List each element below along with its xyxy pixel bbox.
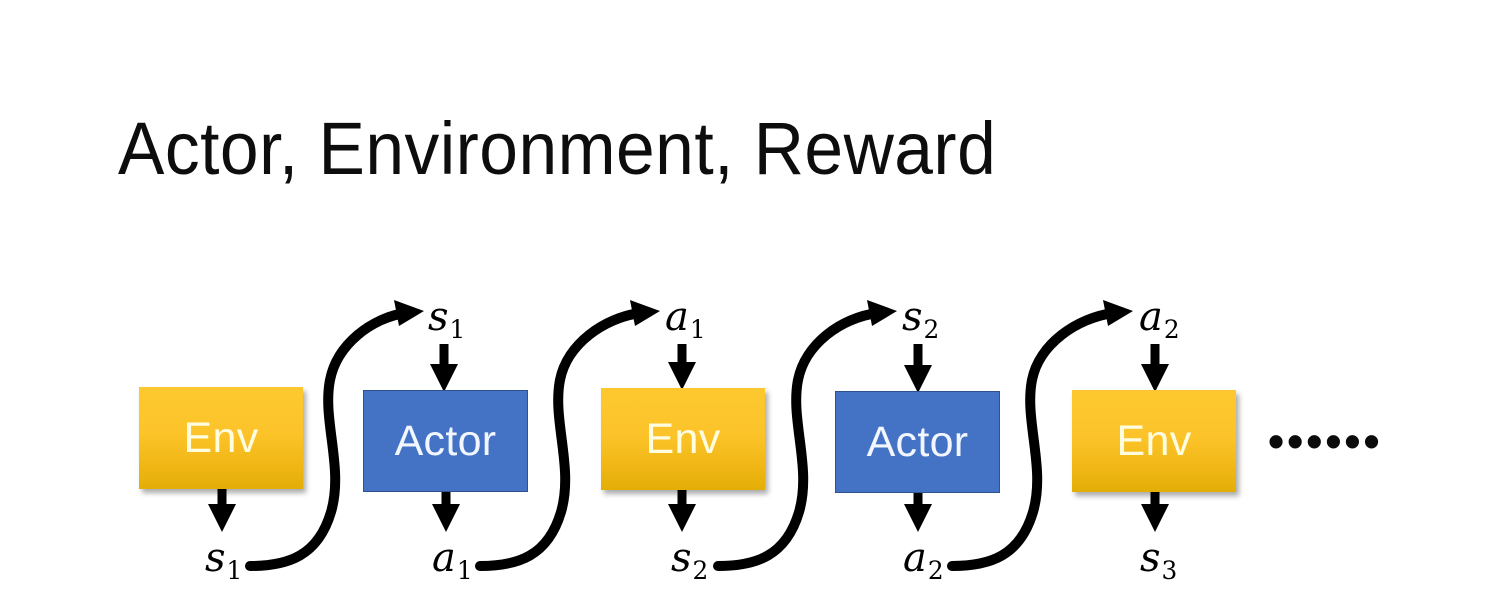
arrow-out-env-3	[1141, 492, 1169, 532]
arrow-into-env-3	[1141, 344, 1169, 392]
arrow-out-env-1	[208, 489, 236, 532]
continuation-ellipsis: ••••••	[1268, 415, 1383, 467]
symbol-subscript: 2	[923, 314, 940, 344]
state-label-bottom-s3: s3	[1140, 538, 1177, 584]
symbol-subscript: 1	[449, 314, 466, 344]
state-label-top-s1: s1	[428, 297, 465, 343]
arrow-out-actor-2	[904, 493, 932, 532]
actor-box-2-label: Actor	[866, 417, 969, 466]
arrow-into-actor-1	[430, 344, 458, 392]
env-box-3-label: Env	[1116, 416, 1192, 465]
actor-box-2[interactable]: Actor	[835, 391, 1000, 493]
symbol-glyph: s	[902, 294, 923, 340]
symbol-glyph: s	[671, 535, 692, 581]
arrow-into-actor-2	[904, 344, 932, 393]
state-label-bottom-s1: s1	[205, 538, 242, 584]
env-box-3[interactable]: Env	[1072, 390, 1236, 492]
symbol-glyph: a	[1139, 294, 1163, 340]
arrow-out-env-2	[668, 490, 696, 532]
action-label-bottom-a2: a2	[903, 538, 944, 584]
symbol-glyph: a	[665, 294, 689, 340]
symbol-subscript: 1	[456, 555, 473, 585]
symbol-subscript: 2	[1163, 314, 1180, 344]
env-box-1[interactable]: Env	[139, 387, 303, 489]
symbol-glyph: a	[903, 535, 927, 581]
action-label-top-a1: a1	[665, 297, 706, 343]
action-label-top-a2: a2	[1139, 297, 1180, 343]
page-title: Actor, Environment, Reward	[118, 107, 997, 190]
symbol-subscript: 2	[692, 555, 709, 585]
arrow-into-env-2	[668, 344, 696, 390]
env-box-2-label: Env	[645, 414, 721, 463]
state-label-top-s2: s2	[902, 297, 939, 343]
symbol-glyph: a	[432, 535, 456, 581]
env-box-1-label: Env	[183, 413, 259, 462]
symbol-subscript: 1	[689, 314, 706, 344]
action-label-bottom-a1: a1	[432, 538, 473, 584]
actor-box-1[interactable]: Actor	[363, 390, 528, 492]
symbol-subscript: 3	[1161, 555, 1178, 585]
state-label-bottom-s2: s2	[671, 538, 708, 584]
actor-box-1-label: Actor	[394, 416, 497, 465]
env-box-2[interactable]: Env	[601, 388, 765, 490]
symbol-glyph: s	[205, 535, 226, 581]
symbol-subscript: 1	[226, 555, 243, 585]
symbol-glyph: s	[1140, 535, 1161, 581]
symbol-glyph: s	[428, 294, 449, 340]
symbol-subscript: 2	[927, 555, 944, 585]
arrow-out-actor-1	[432, 492, 460, 532]
